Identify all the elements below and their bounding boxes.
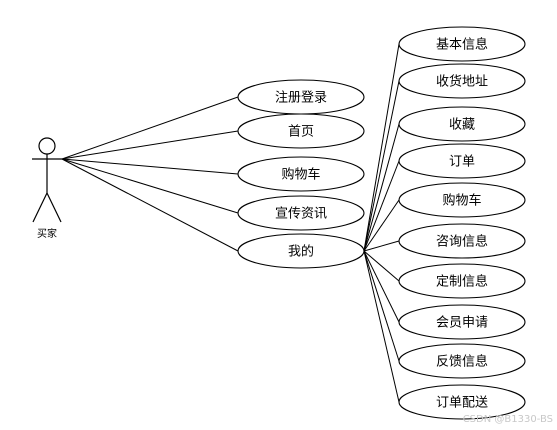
use-case-ellipse: [398, 106, 526, 142]
association-line: [363, 240, 400, 252]
use-case-ellipse: [237, 156, 365, 192]
sub-use-case: 反馈信息: [398, 343, 526, 379]
use-case-label: 会员申请: [436, 316, 488, 331]
use-case-ellipse: [237, 233, 365, 269]
use-case-label: 注册登录: [275, 91, 327, 106]
association-line: [363, 250, 400, 403]
association-line: [363, 80, 400, 252]
sub-use-case: 收货地址: [398, 63, 526, 99]
use-case-label: 购物车: [281, 167, 320, 183]
primary-use-case: 首页: [237, 113, 365, 149]
actor-left-leg: [32, 192, 48, 223]
use-case-label: 宣传资讯: [275, 206, 327, 222]
actor-head: [38, 137, 56, 155]
association-line: [363, 199, 400, 252]
primary-use-case: 注册登录: [237, 79, 365, 115]
use-case-label: 首页: [288, 125, 314, 140]
primary-use-case: 宣传资讯: [237, 195, 365, 231]
sub-use-case: 订单: [398, 143, 526, 179]
association-line: [363, 250, 400, 362]
use-case-label: 反馈信息: [436, 354, 488, 370]
use-case-label: 咨询信息: [436, 234, 488, 250]
association-line: [363, 250, 400, 323]
use-case-label: 收货地址: [436, 74, 488, 90]
association-line: [363, 123, 400, 252]
use-case-label: 购物车: [442, 193, 481, 209]
use-case-ellipse: [398, 384, 526, 420]
association-line: [363, 250, 400, 282]
use-case-ellipse: [398, 63, 526, 99]
use-case-label: 定制信息: [436, 274, 488, 290]
use-case-label: 基本信息: [436, 37, 488, 53]
use-case-ellipse: [237, 113, 365, 149]
primary-use-case: 我的: [237, 233, 365, 269]
watermark: CSDN @B1330-BS: [463, 414, 553, 425]
use-case-ellipse: [398, 343, 526, 379]
association-lines: [61, 43, 400, 403]
association-line: [61, 158, 239, 175]
use-case-label: 订单: [449, 155, 475, 170]
use-case-ellipse: [398, 143, 526, 179]
use-case-ellipse: [237, 195, 365, 231]
actor-right-leg: [46, 192, 62, 223]
use-case-label: 我的: [288, 244, 314, 260]
use-case-label: 订单配送: [436, 396, 488, 411]
sub-use-case: 购物车: [398, 182, 526, 218]
association-line: [61, 158, 239, 252]
sub-use-case: 基本信息: [398, 26, 526, 62]
sub-use-case: 收藏: [398, 106, 526, 142]
association-line: [61, 96, 239, 160]
actor-label: 买家: [37, 227, 57, 240]
association-line: [363, 160, 400, 252]
use-case-ellipse: [398, 182, 526, 218]
use-case-ellipse: [398, 304, 526, 340]
sub-use-case: 订单配送: [398, 384, 526, 420]
association-line: [61, 130, 239, 160]
sub-use-case: 会员申请: [398, 304, 526, 340]
association-line: [61, 158, 239, 214]
primary-use-case: 购物车: [237, 156, 365, 192]
sub-use-case: 定制信息: [398, 263, 526, 299]
actor-buyer: 买家: [32, 137, 62, 240]
sub-use-case: 咨询信息: [398, 223, 526, 259]
use-case-label: 收藏: [449, 118, 475, 133]
use-case-ellipse: [398, 26, 526, 62]
use-case-ellipse: [398, 223, 526, 259]
use-case-ellipse: [398, 263, 526, 299]
association-line: [363, 43, 400, 252]
